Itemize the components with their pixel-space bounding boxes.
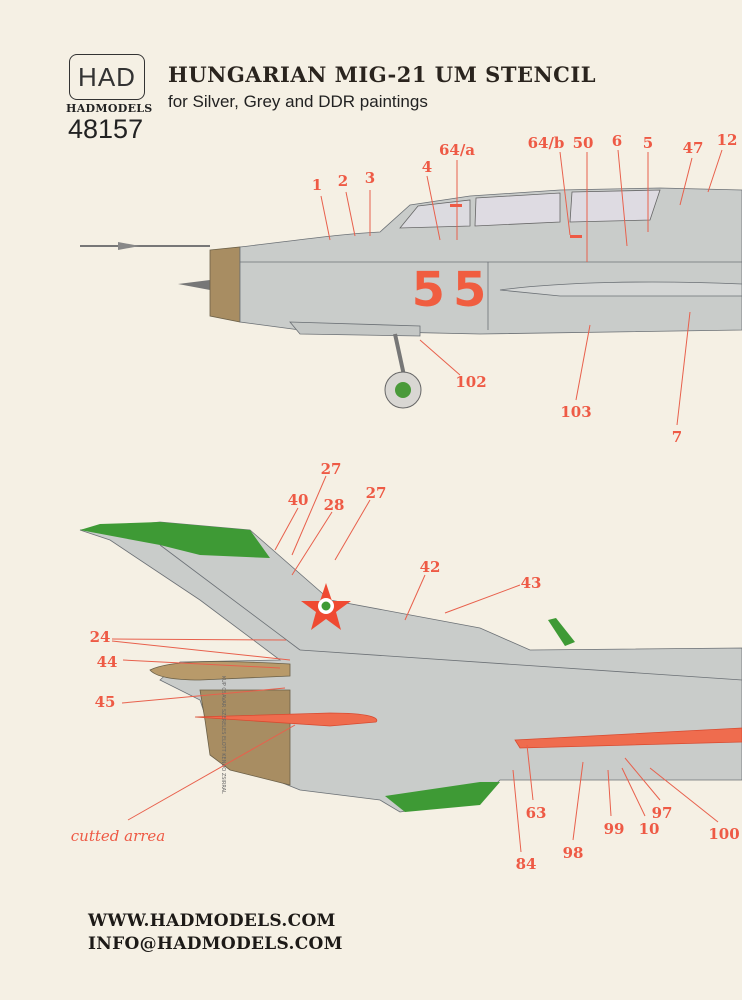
had-logo: HAD [69,54,145,100]
tail-view-leader-lines [111,475,719,853]
callout-99: 99 [604,820,625,838]
callout-7: 7 [672,428,682,446]
callout-64a: 64/a [439,141,475,159]
callout-84: 84 [516,855,537,873]
page-subtitle: for Silver, Grey and DDR paintings [168,92,428,111]
callout-2: 2 [338,172,348,190]
callout-3: 3 [365,169,375,187]
callout-4: 4 [422,158,432,176]
side-view-leader-lines [320,149,723,426]
callout-24: 24 [90,628,111,646]
email-link[interactable]: INFO@HADMODELS.COM [88,934,343,954]
page-title: HUNGARIAN MIG-21 UM STENCIL [168,62,596,87]
tail-number: 55 [412,262,495,318]
callout-63: 63 [526,804,547,822]
website-link[interactable]: WWW.HADMODELS.COM [88,911,336,931]
callout-45: 45 [95,693,116,711]
callout-42: 42 [420,558,441,576]
callout-47: 47 [683,139,704,157]
callout-12: 12 [717,131,738,149]
callout-98: 98 [563,844,584,862]
callout-64b: 64/b [528,134,565,152]
callout-27a: 27 [321,460,342,478]
callout-43: 43 [521,574,542,592]
callout-44: 44 [97,653,118,671]
callout-103: 103 [560,403,591,421]
callout-1: 1 [312,176,322,194]
callout-97: 97 [652,804,673,822]
callout-28: 28 [324,496,345,514]
callout-100: 100 [708,825,739,843]
callout-40: 40 [288,491,309,509]
product-code: 48157 [68,114,144,144]
callout-5: 5 [643,134,653,152]
aircraft-tail-view: KUP CSAVAR SZERELES ELOTT KENDO ZSIRRAL [79,521,742,813]
tail-view-callouts: 27 40 28 27 42 43 24 44 45 63 84 98 99 1… [71,460,740,873]
brand-name: HADMODELS [66,102,153,115]
callout-50: 50 [573,134,594,152]
callout-102: 102 [455,373,486,391]
callout-27b: 27 [366,484,387,502]
hungarian-roundel [301,583,351,630]
callout-6: 6 [612,132,622,150]
callout-10: 10 [639,820,660,838]
aircraft-side-view: 55 [80,187,742,409]
cutted-area-note: cutted arrea [71,827,165,845]
stencil-rotated-text: KUP CSAVAR SZERELES ELOTT KENDO ZSIRRAL [220,676,226,794]
side-view-callouts: 1 2 3 4 64/a 64/b 50 6 5 47 12 102 103 7 [312,131,738,446]
